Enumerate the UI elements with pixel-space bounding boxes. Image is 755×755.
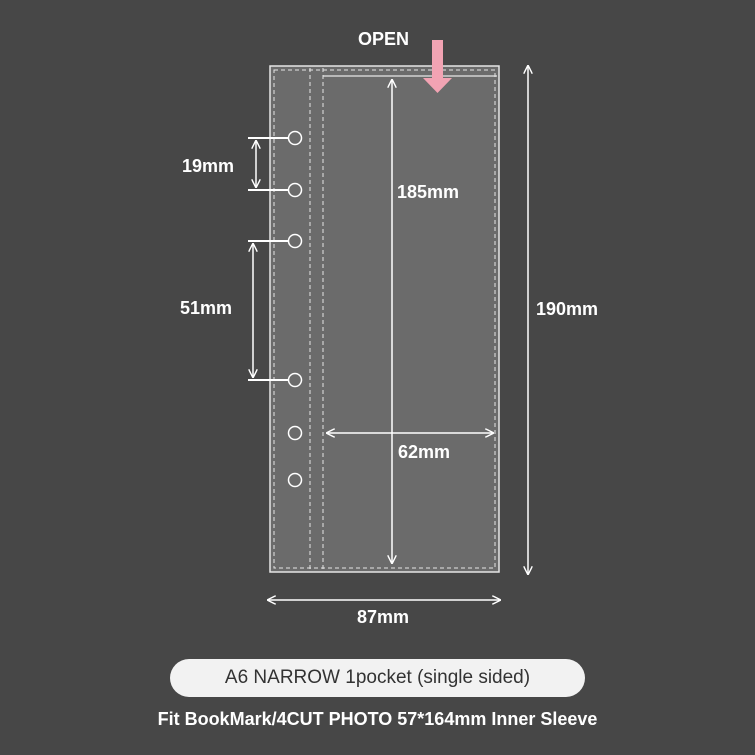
product-name: A6 NARROW 1pocket (single sided) xyxy=(224,667,531,688)
binder-hole xyxy=(287,233,303,249)
sleeve-outline xyxy=(269,65,500,573)
product-name-badge: A6 NARROW 1pocket (single sided) xyxy=(170,659,585,697)
dimension-label-19mm: 19mm xyxy=(182,156,234,176)
dimension-label-87mm: 87mm xyxy=(357,607,409,627)
open-label: OPEN xyxy=(358,29,409,49)
binder-holes xyxy=(287,130,303,488)
binder-hole xyxy=(287,472,303,488)
binder-hole xyxy=(287,130,303,146)
dimension-label-185mm: 185mm xyxy=(397,182,459,202)
product-subtitle: Fit BookMark/4CUT PHOTO 57*164mm Inner S… xyxy=(157,709,598,729)
binder-hole xyxy=(287,425,303,441)
binder-hole xyxy=(287,182,303,198)
binder-hole xyxy=(287,372,303,388)
dimension-label-190mm: 190mm xyxy=(536,299,598,319)
open-arrow-icon xyxy=(423,40,452,93)
dimension-label-51mm: 51mm xyxy=(180,298,232,318)
hole-reference-lines xyxy=(248,137,288,381)
sleeve-inner-stitch xyxy=(273,69,496,569)
dimension-label-62mm: 62mm xyxy=(398,442,450,462)
